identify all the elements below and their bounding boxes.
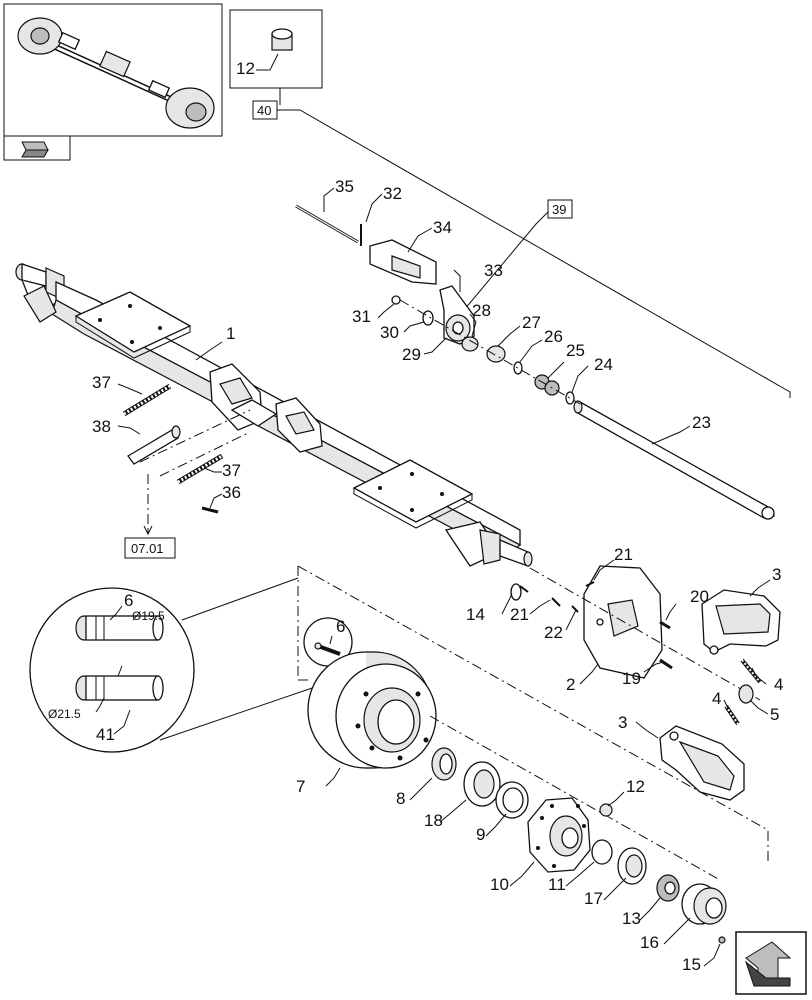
brake-drum	[307, 651, 437, 769]
dim-19-5: Ø19.5	[132, 609, 165, 623]
ref-box-07-01[interactable]: 07.01	[124, 537, 176, 559]
callout-19: 19	[622, 669, 641, 688]
callout-11: 11	[548, 875, 566, 894]
callout-21-bottom: 21	[510, 605, 529, 624]
brake-shoe-upper	[701, 589, 781, 655]
callout-24: 24	[594, 355, 613, 374]
callout-6-small: 6	[336, 617, 345, 636]
callout-36: 36	[222, 483, 241, 502]
spring-parts	[122, 383, 251, 536]
callout-6-detail: 6	[124, 591, 133, 610]
callout-1: 1	[226, 324, 235, 343]
callout-23: 23	[692, 413, 711, 432]
callout-15: 15	[682, 955, 701, 974]
callout-22: 22	[544, 623, 563, 642]
callout-37-bottom: 37	[222, 461, 241, 480]
callout-27: 27	[522, 313, 541, 332]
hub-frame-lines	[297, 565, 769, 862]
callout-9: 9	[476, 825, 485, 844]
hub-parts	[429, 715, 727, 944]
callout-20: 20	[690, 587, 709, 606]
callout-2: 2	[566, 675, 575, 694]
overview-thumbnail	[3, 3, 223, 161]
callout-14: 14	[466, 605, 485, 624]
callout-labels: 1 35 32 34 33 31 30 29 28 27 26 25 24 23…	[48, 177, 783, 974]
callout-12-hub: 12	[626, 777, 645, 796]
svg-text:39: 39	[552, 202, 566, 217]
ref-box-39[interactable]: 39	[547, 199, 573, 219]
callout-7: 7	[296, 777, 305, 796]
callout-38: 38	[92, 417, 111, 436]
callout-26: 26	[544, 327, 563, 346]
leader-lines	[95, 187, 771, 967]
callout-29: 29	[402, 345, 421, 364]
dim-21-5: Ø21.5	[48, 707, 81, 721]
callout-10: 10	[490, 875, 509, 894]
callout-17: 17	[584, 889, 603, 908]
callout-4-right: 4	[774, 675, 783, 694]
callout-13: 13	[622, 909, 641, 928]
callout-8: 8	[396, 789, 405, 808]
backing-plate	[510, 565, 761, 701]
detail-box-12: 12	[229, 9, 323, 105]
ref-40-leader	[277, 109, 791, 398]
callout-31: 31	[352, 307, 371, 326]
svg-text:40: 40	[257, 103, 271, 118]
callout-41: 41	[96, 725, 115, 744]
stud-detail-circle	[29, 577, 353, 753]
callout-5: 5	[770, 705, 779, 724]
axle-beam	[15, 263, 533, 567]
callout-34: 34	[433, 218, 452, 237]
callout-12-top: 12	[236, 59, 255, 78]
callout-3-bottom: 3	[618, 713, 627, 732]
callout-25: 25	[566, 341, 585, 360]
callout-16: 16	[640, 933, 659, 952]
callout-33: 33	[484, 261, 503, 280]
callout-35: 35	[335, 177, 354, 196]
ref-box-40[interactable]: 40	[252, 100, 278, 120]
camshaft-parts	[295, 204, 775, 520]
callout-37-top: 37	[92, 373, 111, 392]
brake-shoe-lower	[659, 725, 745, 801]
svg-text:07.01: 07.01	[131, 541, 164, 556]
callout-18: 18	[424, 811, 443, 830]
next-page-icon[interactable]	[735, 931, 807, 995]
callout-4-left: 4	[712, 689, 721, 708]
prev-page-icon[interactable]	[21, 141, 49, 158]
callout-30: 30	[380, 323, 399, 342]
callout-3-top: 3	[772, 565, 781, 584]
callout-21-top: 21	[614, 545, 633, 564]
callout-32: 32	[383, 184, 402, 203]
callout-28: 28	[472, 301, 491, 320]
